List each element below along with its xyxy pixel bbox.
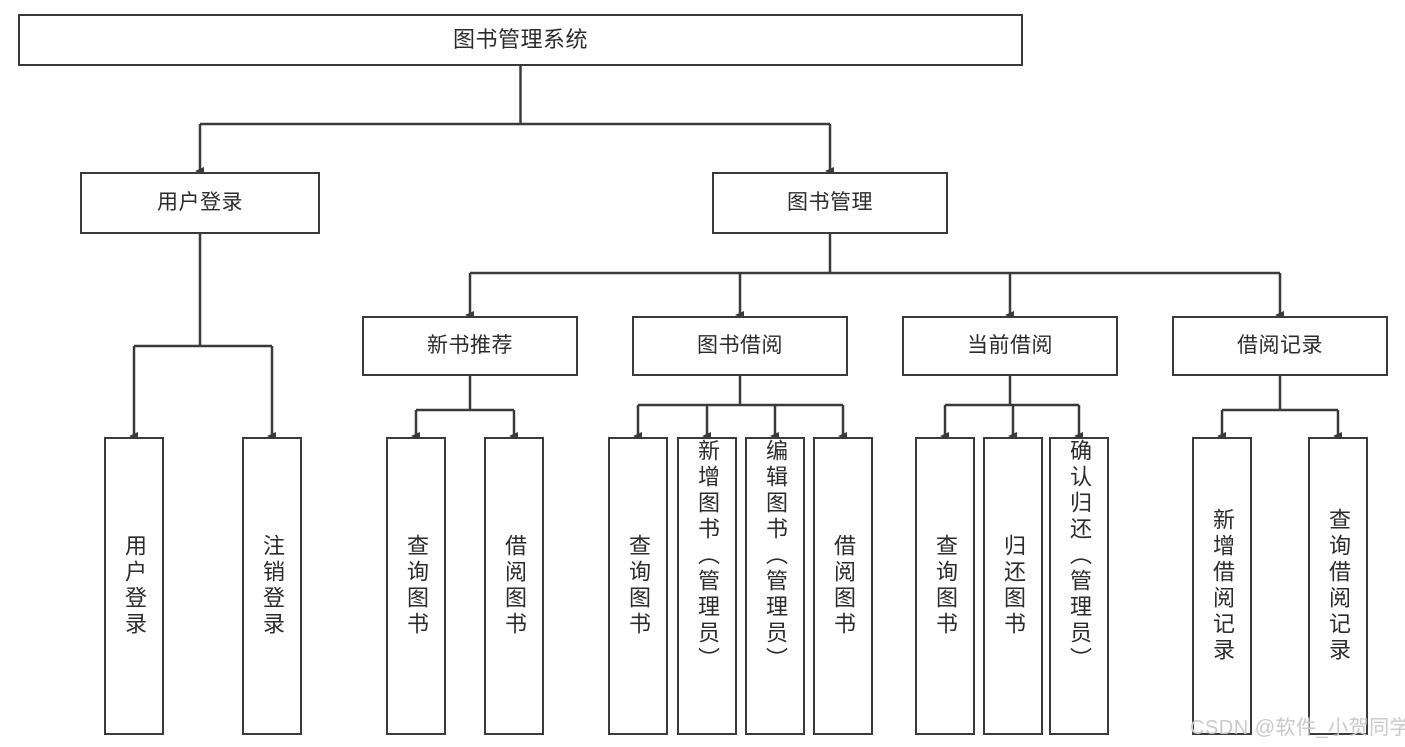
node-label: 查询借阅记录 — [1326, 508, 1351, 664]
leaf-add-borrow-record[interactable]: 新增借阅记录 — [1192, 437, 1252, 735]
leaf-confirm-return-admin[interactable]: 确认归还（管理员） — [1049, 437, 1109, 735]
node-borrow-records[interactable]: 借阅记录 — [1172, 316, 1388, 376]
node-label: 借阅图书 — [831, 534, 856, 638]
leaf-user-login[interactable]: 用户登录 — [104, 437, 164, 735]
leaf-add-book-admin[interactable]: 新增图书（管理员） — [677, 437, 737, 735]
leaf-logout[interactable]: 注销登录 — [242, 437, 302, 735]
node-label: 借阅图书 — [502, 534, 527, 638]
node-book-management[interactable]: 图书管理 — [712, 172, 948, 234]
node-label: 新书推荐 — [427, 333, 513, 357]
node-label: 新增借阅记录 — [1210, 508, 1235, 664]
leaf-edit-book-admin[interactable]: 编辑图书（管理员） — [745, 437, 805, 735]
node-label: 用户登录 — [122, 534, 147, 638]
node-label: 图书管理 — [787, 190, 873, 214]
node-label: 图书管理系统 — [452, 27, 588, 53]
leaf-query-borrow-record[interactable]: 查询借阅记录 — [1308, 437, 1368, 735]
node-label: 用户登录 — [157, 190, 243, 214]
connector-lines — [129, 66, 1342, 440]
leaf-query-books-recommend[interactable]: 查询图书 — [386, 437, 446, 735]
node-label: 新增图书（管理员） — [695, 439, 720, 673]
node-label: 查询图书 — [404, 534, 429, 638]
node-label: 借阅记录 — [1237, 333, 1323, 357]
leaf-query-books-current[interactable]: 查询图书 — [915, 437, 975, 735]
node-user-login[interactable]: 用户登录 — [80, 172, 320, 234]
node-label: 确认归还（管理员） — [1067, 439, 1092, 673]
node-label: 当前借阅 — [967, 333, 1053, 357]
node-book-borrow[interactable]: 图书借阅 — [632, 316, 848, 376]
node-label: 注销登录 — [260, 534, 285, 638]
node-root[interactable]: 图书管理系统 — [18, 14, 1023, 66]
node-label: 归还图书 — [1001, 534, 1026, 638]
node-label: 查询图书 — [933, 534, 958, 638]
node-label: 图书借阅 — [697, 333, 783, 357]
watermark: CSDN @软件_小贺同学 — [1190, 717, 1405, 739]
node-label: 编辑图书（管理员） — [763, 439, 788, 673]
leaf-borrow-books[interactable]: 借阅图书 — [813, 437, 873, 735]
leaf-borrow-books-recommend[interactable]: 借阅图书 — [484, 437, 544, 735]
node-new-book-recommend[interactable]: 新书推荐 — [362, 316, 578, 376]
node-current-borrow[interactable]: 当前借阅 — [902, 316, 1118, 376]
leaf-return-books[interactable]: 归还图书 — [983, 437, 1043, 735]
node-label: 查询图书 — [626, 534, 651, 638]
leaf-query-books-borrow[interactable]: 查询图书 — [608, 437, 668, 735]
